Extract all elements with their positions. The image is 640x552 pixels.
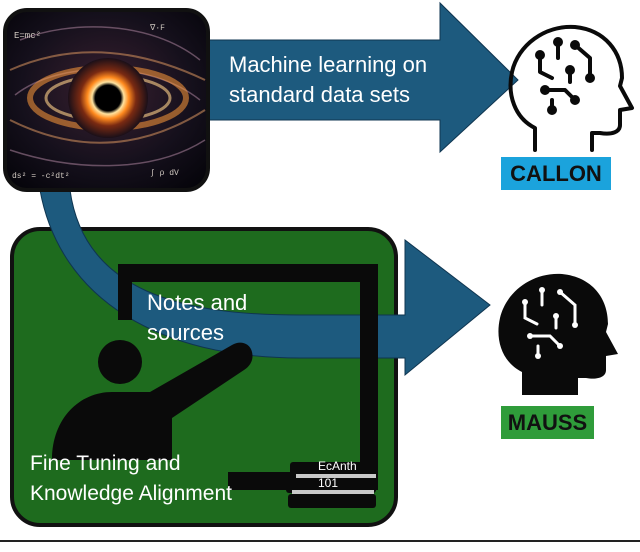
- top-arrow-label-line2: standard data sets: [229, 82, 411, 107]
- panel-label-line2: Knowledge Alignment: [30, 482, 232, 505]
- svg-text:∇·F: ∇·F: [149, 24, 165, 33]
- svg-text:ds² = -c²dt²: ds² = -c²dt²: [12, 172, 70, 181]
- books-label-line2: 101: [318, 476, 339, 490]
- black-hole-image: E=mc² ∇·F ds² = -c²dt² ∫ ρ dV: [5, 10, 208, 190]
- callon-badge: CALLON: [501, 157, 611, 190]
- books-label-line1: EcAnth: [318, 459, 357, 473]
- top-arrow-label-line1: Machine learning on: [229, 52, 428, 77]
- panel-label-line1: Fine Tuning and: [30, 452, 181, 475]
- books-stack-icon: [286, 462, 378, 508]
- ai-head-outline-icon: [508, 24, 634, 152]
- svg-text:∫ ρ dV: ∫ ρ dV: [150, 169, 179, 178]
- teacher-pointing-icon: [52, 340, 253, 460]
- middle-arrow-label-line1: Notes and: [147, 290, 248, 315]
- top-arrow: [199, 1, 519, 154]
- middle-arrow-label-line2: sources: [147, 320, 225, 345]
- mauss-badge: MAUSS: [501, 406, 594, 439]
- bottom-rule: [0, 540, 640, 542]
- ai-head-solid-icon: [498, 273, 618, 395]
- svg-text:E=mc²: E=mc²: [14, 31, 41, 41]
